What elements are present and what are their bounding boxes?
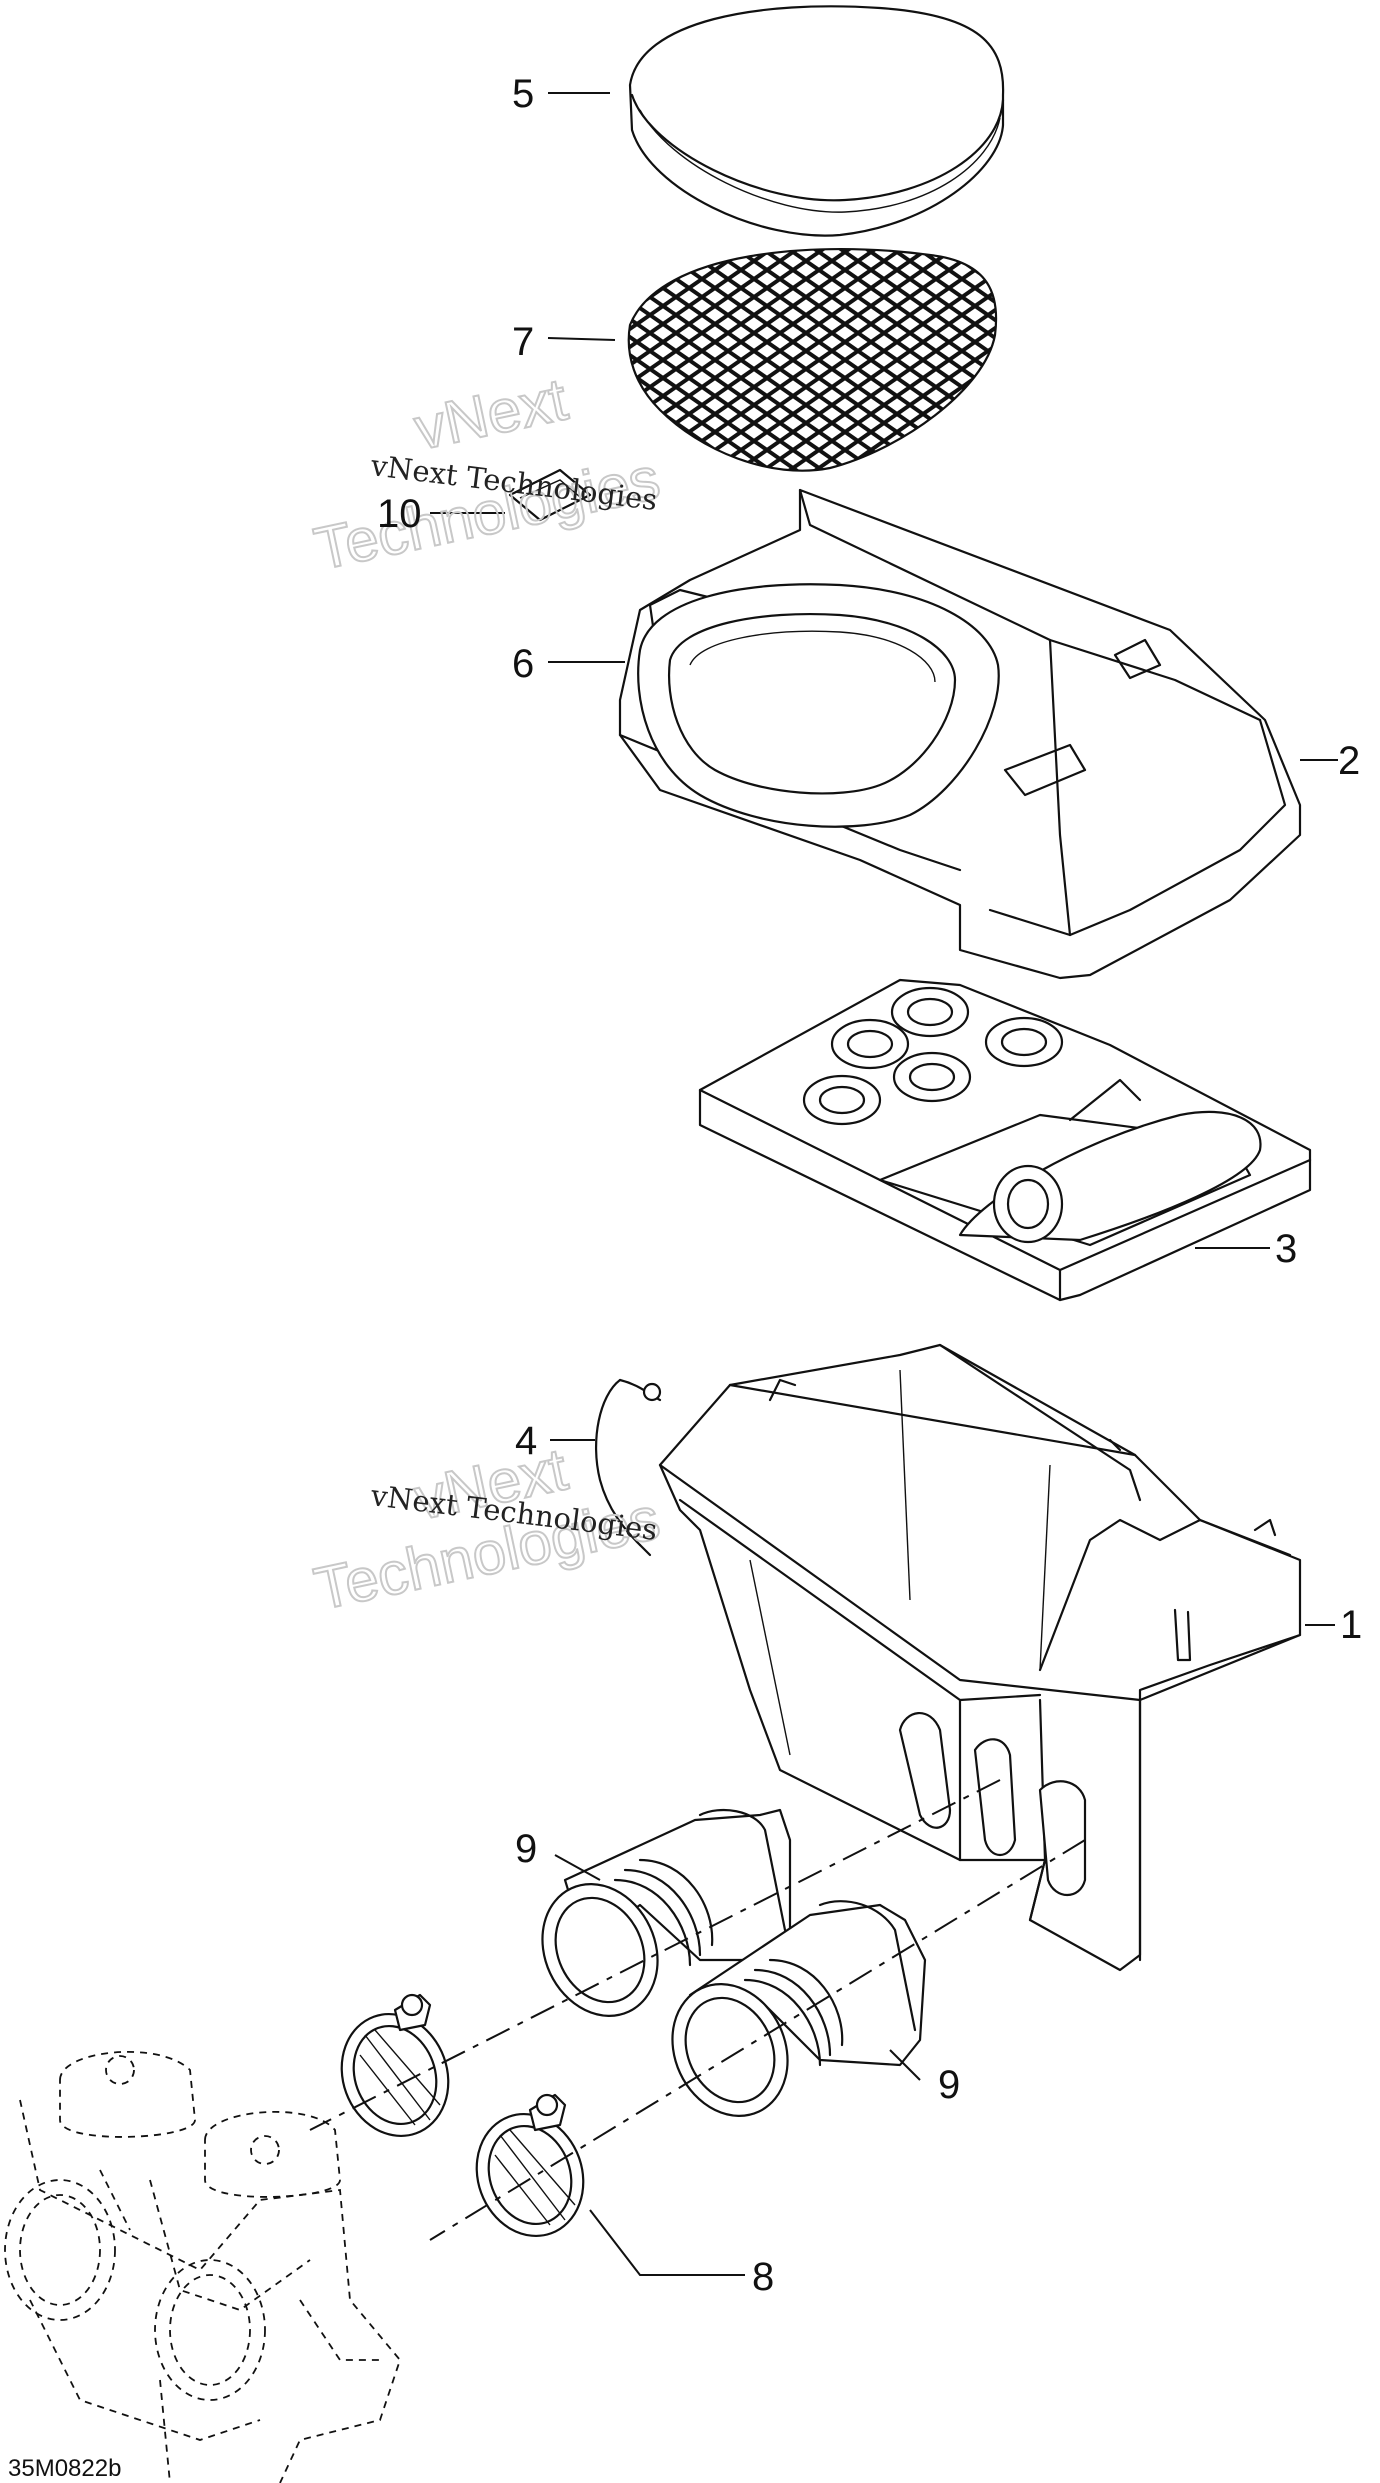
part-7-mesh-screen xyxy=(627,247,998,472)
part-9-adaptor-upper xyxy=(541,1808,792,2017)
watermark-top-big-line1: vNext xyxy=(409,365,573,462)
callout-3: 3 xyxy=(1275,1227,1297,1271)
callout-1: 1 xyxy=(1340,1603,1362,1647)
part-6-seal-ring xyxy=(637,583,1000,828)
callout-10: 10 xyxy=(377,492,422,536)
alignment-center-lines xyxy=(309,1779,1086,2241)
part-9-adaptor-lower xyxy=(671,1900,927,2117)
callout-labels: 5 7 10 6 2 3 4 1 9 9 8 xyxy=(377,72,1362,2299)
part-10-clip xyxy=(508,468,592,522)
callout-9-lower: 9 xyxy=(938,2063,960,2107)
watermark-middle: vNext Technologies vNext Technologies xyxy=(308,1434,667,1623)
drawing-code: 35M0822b xyxy=(8,2455,121,2482)
carburetor-assembly-reference xyxy=(4,2050,402,2483)
part-3-tray xyxy=(698,978,1312,1302)
callout-4: 4 xyxy=(515,1419,537,1463)
part-8-clamp-lower xyxy=(475,2093,585,2238)
part-5-foam-pad xyxy=(628,5,1005,237)
callout-6: 6 xyxy=(512,642,534,686)
part-4-spring-clip xyxy=(594,1378,662,1557)
part-1-air-box xyxy=(658,1343,1302,1972)
leader-lines xyxy=(430,92,1338,2276)
callout-2: 2 xyxy=(1338,739,1360,783)
watermark-top: vNext Technologies vNext Technologies xyxy=(308,364,667,583)
callout-9-upper: 9 xyxy=(515,1827,537,1871)
callout-7: 7 xyxy=(512,320,534,364)
callout-8: 8 xyxy=(752,2255,774,2299)
tray-grommets xyxy=(802,986,1064,1126)
part-8-clamp-upper xyxy=(340,1993,450,2138)
callout-5: 5 xyxy=(512,72,534,116)
